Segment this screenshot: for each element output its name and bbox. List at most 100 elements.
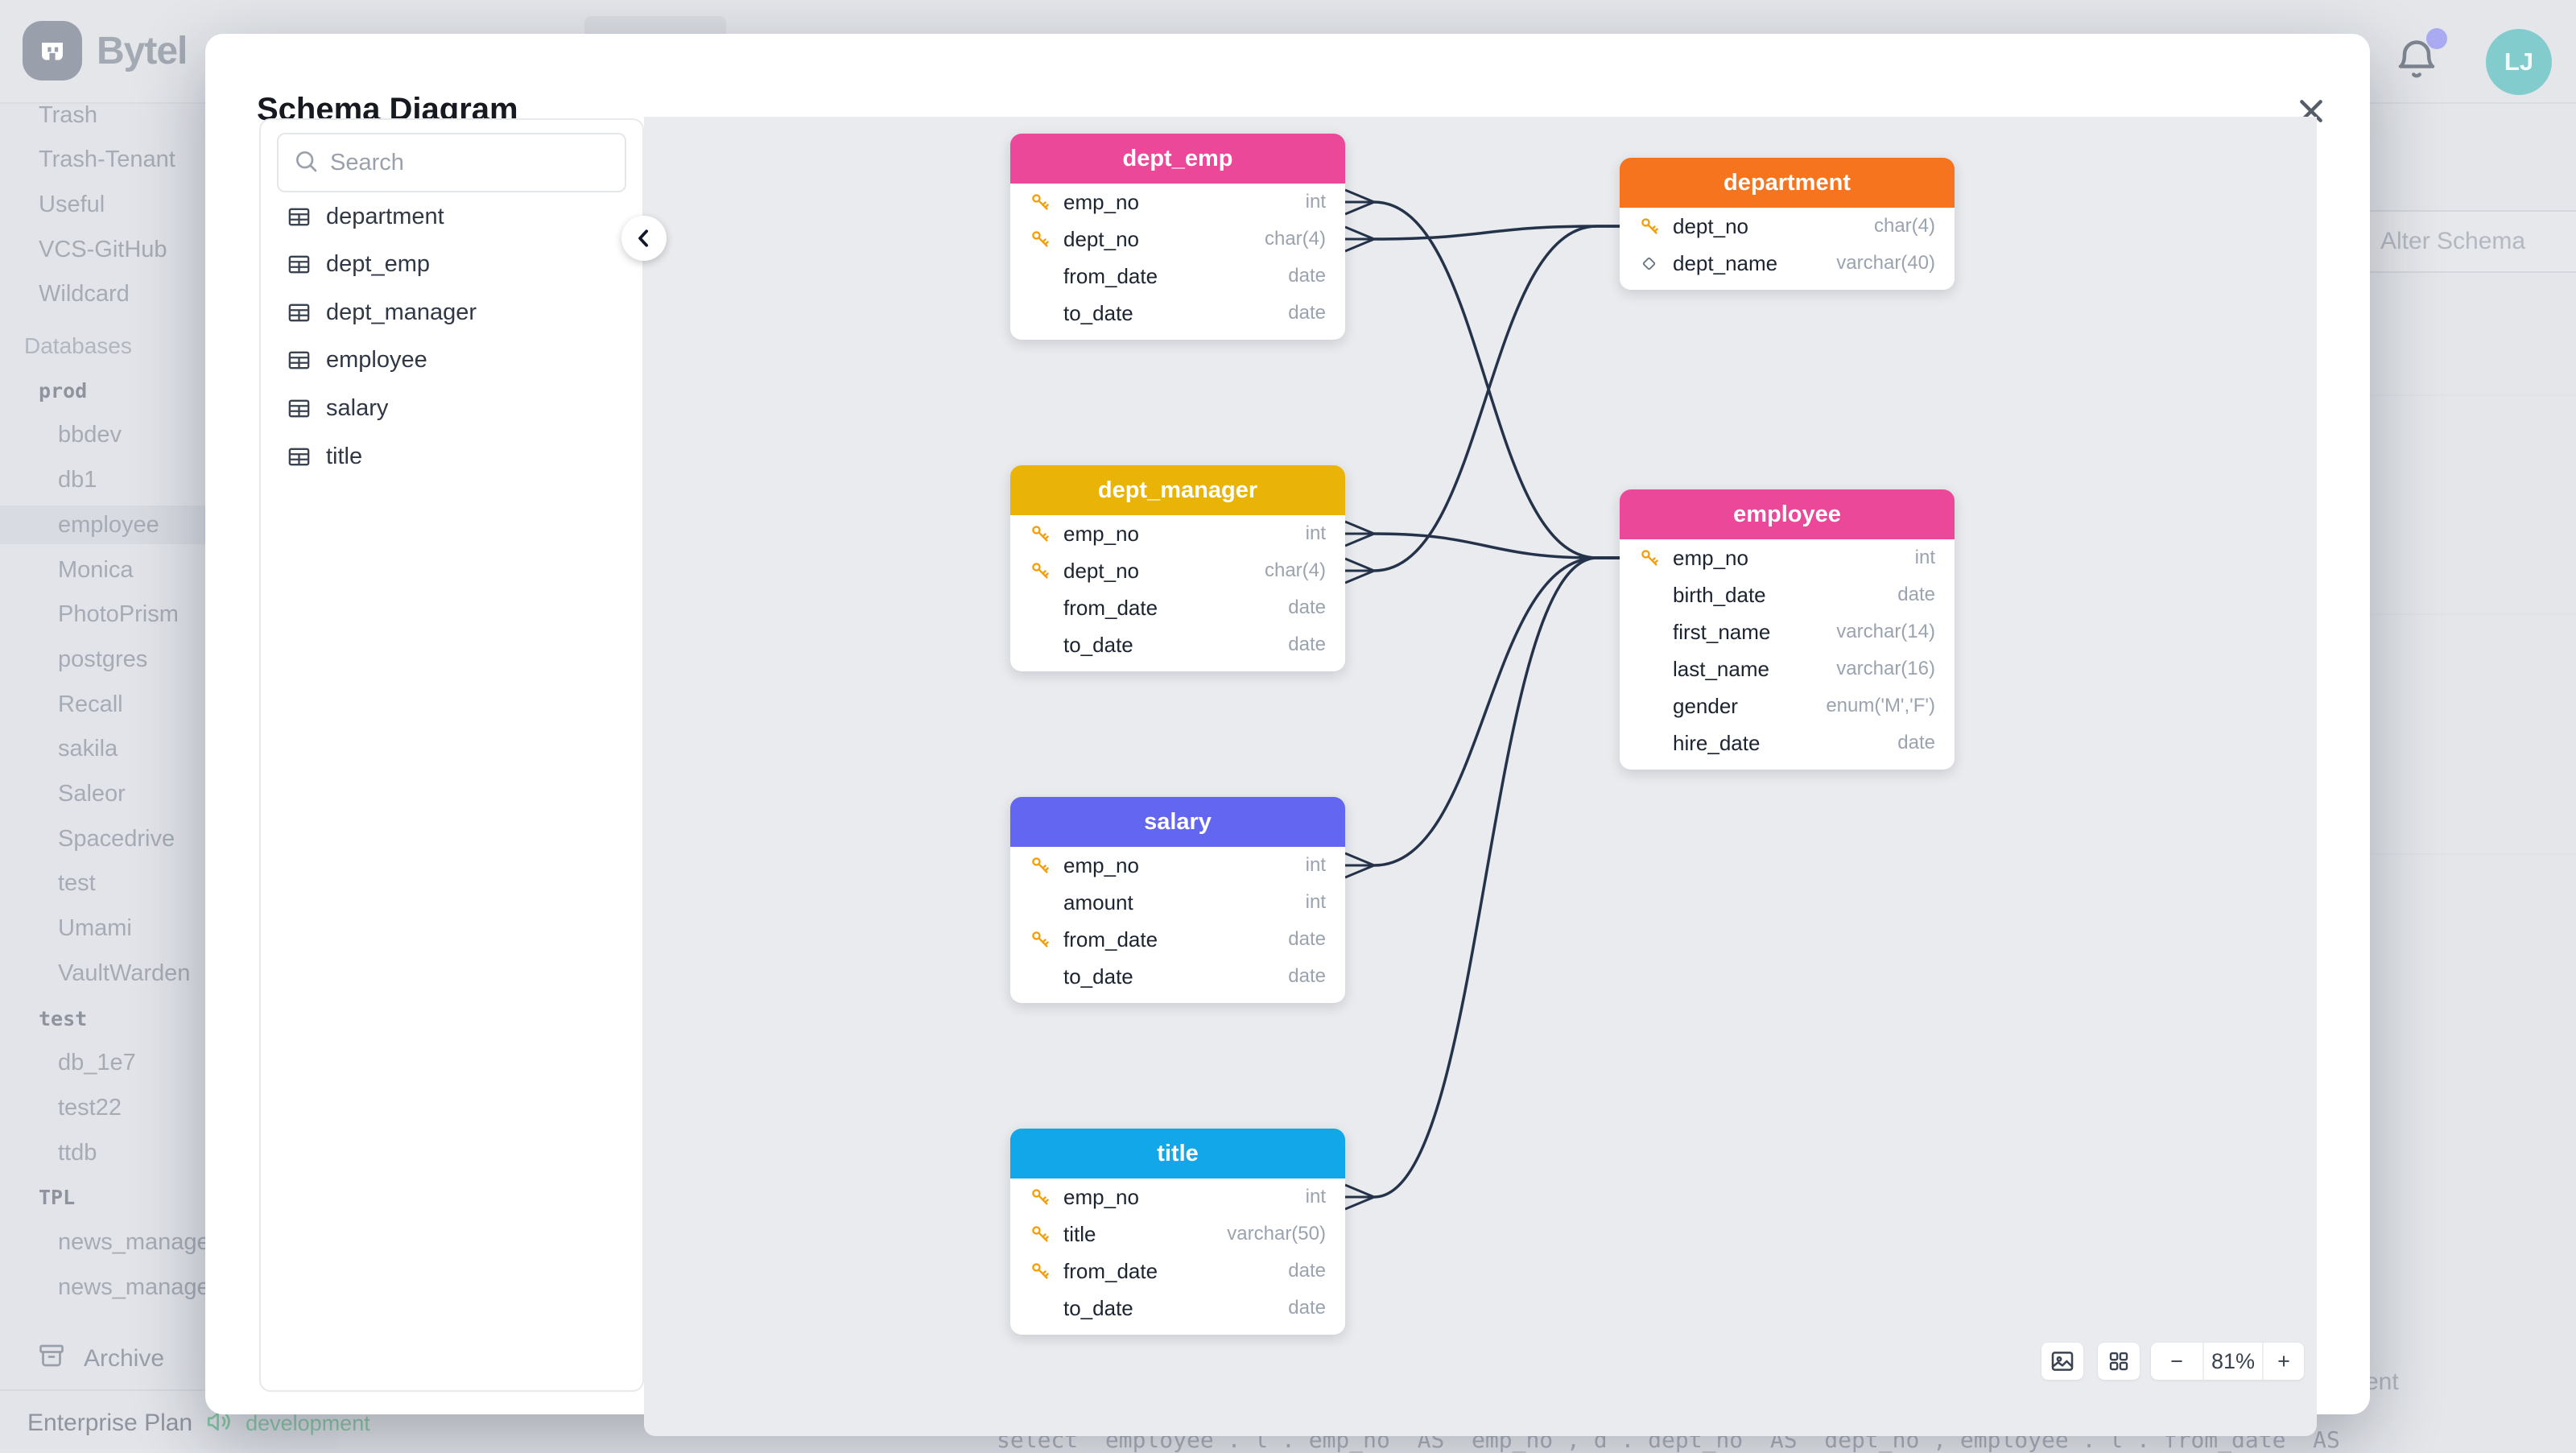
relationship-edge (1374, 534, 1620, 558)
crow-foot (1345, 559, 1374, 583)
grid-icon (2107, 1349, 2131, 1373)
column-type: char(4) (1874, 215, 1935, 237)
column-type: varchar(16) (1836, 658, 1935, 680)
chevron-left-icon (632, 226, 656, 250)
column-type: date (1288, 965, 1326, 988)
column-name: amount (1063, 890, 1133, 915)
node-title: dept_manager (1010, 465, 1345, 515)
alter-schema-button[interactable]: Alter Schema (2361, 210, 2576, 273)
column-name: from_date (1063, 596, 1158, 621)
relationship-edge (1374, 226, 1620, 571)
notification-dot (2426, 28, 2447, 49)
column-name: emp_no (1063, 190, 1139, 215)
table-list-item-employee[interactable]: employee (277, 341, 626, 380)
column-name: to_date (1063, 301, 1133, 326)
auto-layout-button[interactable] (2098, 1343, 2140, 1380)
table-list-item-department[interactable]: department (277, 197, 626, 236)
column-type: int (1915, 547, 1935, 569)
table-list-item-dept_emp[interactable]: dept_emp (277, 246, 626, 284)
crow-foot (1345, 190, 1374, 214)
key-icon (1030, 855, 1063, 877)
zoom-out-button[interactable]: − (2151, 1343, 2202, 1380)
archive-label: Archive (84, 1345, 164, 1373)
background-row-line (2372, 853, 2576, 855)
background-tab (584, 16, 726, 35)
column-name: hire_date (1673, 731, 1760, 756)
key-icon (1030, 192, 1063, 213)
app-logo[interactable]: Bytel (23, 21, 187, 80)
background-row-line (2372, 394, 2576, 396)
column-name: from_date (1063, 1259, 1158, 1284)
logo-text: Bytel (97, 29, 187, 73)
image-icon (2050, 1348, 2075, 1374)
table-icon (287, 252, 312, 277)
key-icon (1030, 1224, 1063, 1245)
crow-foot (1345, 1185, 1374, 1209)
column-row-to_date: to_date date (1010, 295, 1345, 332)
key-icon (1030, 929, 1063, 951)
column-name: emp_no (1673, 546, 1748, 571)
table-list-item-dept_manager[interactable]: dept_manager (277, 293, 626, 332)
table-icon (287, 396, 312, 421)
notifications-bell-icon[interactable] (2392, 36, 2441, 89)
column-name: dept_name (1673, 251, 1777, 276)
column-type: date (1288, 1297, 1326, 1319)
crow-foot (1345, 227, 1374, 251)
column-name: from_date (1063, 927, 1158, 952)
column-type: varchar(14) (1836, 621, 1935, 643)
key-icon (1639, 216, 1673, 237)
table-icon (287, 348, 312, 373)
diamond-icon (1639, 254, 1673, 274)
search-input[interactable] (330, 150, 596, 176)
table-list-label: title (326, 444, 362, 470)
column-name: dept_no (1673, 214, 1748, 239)
column-name: emp_no (1063, 853, 1139, 878)
relationship-edge (1374, 226, 1620, 239)
key-icon (1030, 1261, 1063, 1282)
column-type: int (1306, 1186, 1326, 1208)
zoom-controls: − 81% + (2151, 1343, 2304, 1380)
column-type: date (1288, 265, 1326, 287)
column-row-emp_no: emp_no int (1620, 539, 1955, 576)
plan-label: Enterprise Plan (27, 1410, 192, 1437)
avatar[interactable]: LJ (2486, 29, 2552, 95)
key-icon (1639, 547, 1673, 569)
table-list-item-title[interactable]: title (277, 437, 626, 476)
bytebase-logo-icon (23, 21, 82, 80)
relationship-edge (1374, 202, 1620, 558)
column-name: last_name (1673, 657, 1769, 682)
column-row-from_date: from_date date (1010, 589, 1345, 626)
collapse-panel-button[interactable] (621, 216, 667, 261)
key-icon (1030, 1187, 1063, 1208)
export-image-button[interactable] (2041, 1343, 2083, 1380)
table-list-item-salary[interactable]: salary (277, 389, 626, 427)
column-type: date (1288, 596, 1326, 619)
column-type: date (1288, 302, 1326, 324)
node-title: salary (1010, 797, 1345, 847)
zoom-in-button[interactable]: + (2262, 1343, 2304, 1380)
relationship-edge (1374, 558, 1620, 1197)
crow-foot (1345, 853, 1374, 877)
